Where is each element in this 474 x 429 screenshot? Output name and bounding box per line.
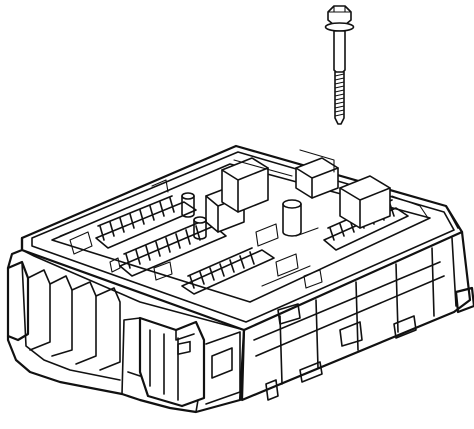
fuse-block-icon [6,144,474,414]
fuse-tray [51,149,431,303]
bolt-icon [324,5,355,125]
